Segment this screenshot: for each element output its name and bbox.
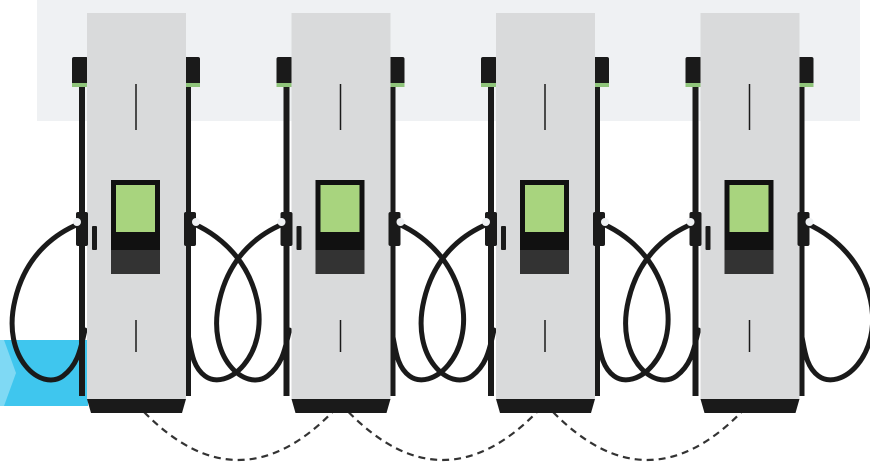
charging-cable-icon [385,217,466,383]
rail-cap [184,57,200,87]
holster [184,212,196,246]
rail-cap-accent [276,83,293,87]
dashed-link [347,411,538,462]
holster [485,212,497,246]
screen-panel [315,250,365,274]
charging-cable-icon [418,217,501,383]
screen-panel [724,250,774,274]
charger-row [9,13,870,413]
nozzle-tip [277,218,286,226]
dashed-link [552,411,743,462]
nozzle-tip [73,218,81,226]
rail-cap [685,57,702,87]
nozzle-tip [482,218,490,226]
ev-charger-icon [9,13,262,413]
handle-slot [705,226,711,250]
holster [689,212,702,246]
holster [593,212,605,246]
screen-glass [525,185,564,232]
rail-cap [72,57,88,87]
nozzle-tip [601,218,609,226]
rail-cap-accent [72,83,88,87]
rail-cap [593,57,609,87]
charging-cable-icon [794,217,870,383]
charging-cable-icon [589,217,671,383]
charging-cable-icon [180,217,262,383]
rail-cap-accent [797,83,814,87]
screen-panel [520,250,569,274]
screen-glass [116,185,155,232]
handle-slot [296,226,302,250]
nozzle-tip [686,218,695,226]
handle-slot [501,226,506,250]
rail-cap [481,57,497,87]
holster [797,212,810,246]
charging-cable-icon [9,217,92,383]
banner-ribbon-icon [0,340,88,406]
rail-cap [388,57,405,87]
charger-base [700,399,800,413]
screen-glass [729,185,769,232]
holster [76,212,88,246]
rail-cap [276,57,293,87]
rail-cap-accent [593,83,609,87]
nozzle-tip [805,218,814,226]
ev-charger-icon [214,13,466,413]
charging-cable-icon [214,217,296,383]
nozzle-tip [192,218,200,226]
nozzle-tip [396,218,405,226]
rail-cap-accent [685,83,702,87]
rail-cap-accent [481,83,497,87]
ev-charger-icon [418,13,671,413]
holster [280,212,293,246]
rail-cap [797,57,814,87]
dashed-connections [143,411,743,462]
ev-charger-icon [623,13,870,413]
holster [388,212,401,246]
rail-cap-accent [388,83,405,87]
charger-base [496,399,595,413]
charger-base [87,399,186,413]
handle-slot [92,226,97,250]
rail-cap-accent [184,83,200,87]
charging-cable-icon [623,217,705,383]
charger-base [291,399,391,413]
screen-glass [320,185,360,232]
dashed-link [143,411,334,462]
screen-panel [111,250,160,274]
